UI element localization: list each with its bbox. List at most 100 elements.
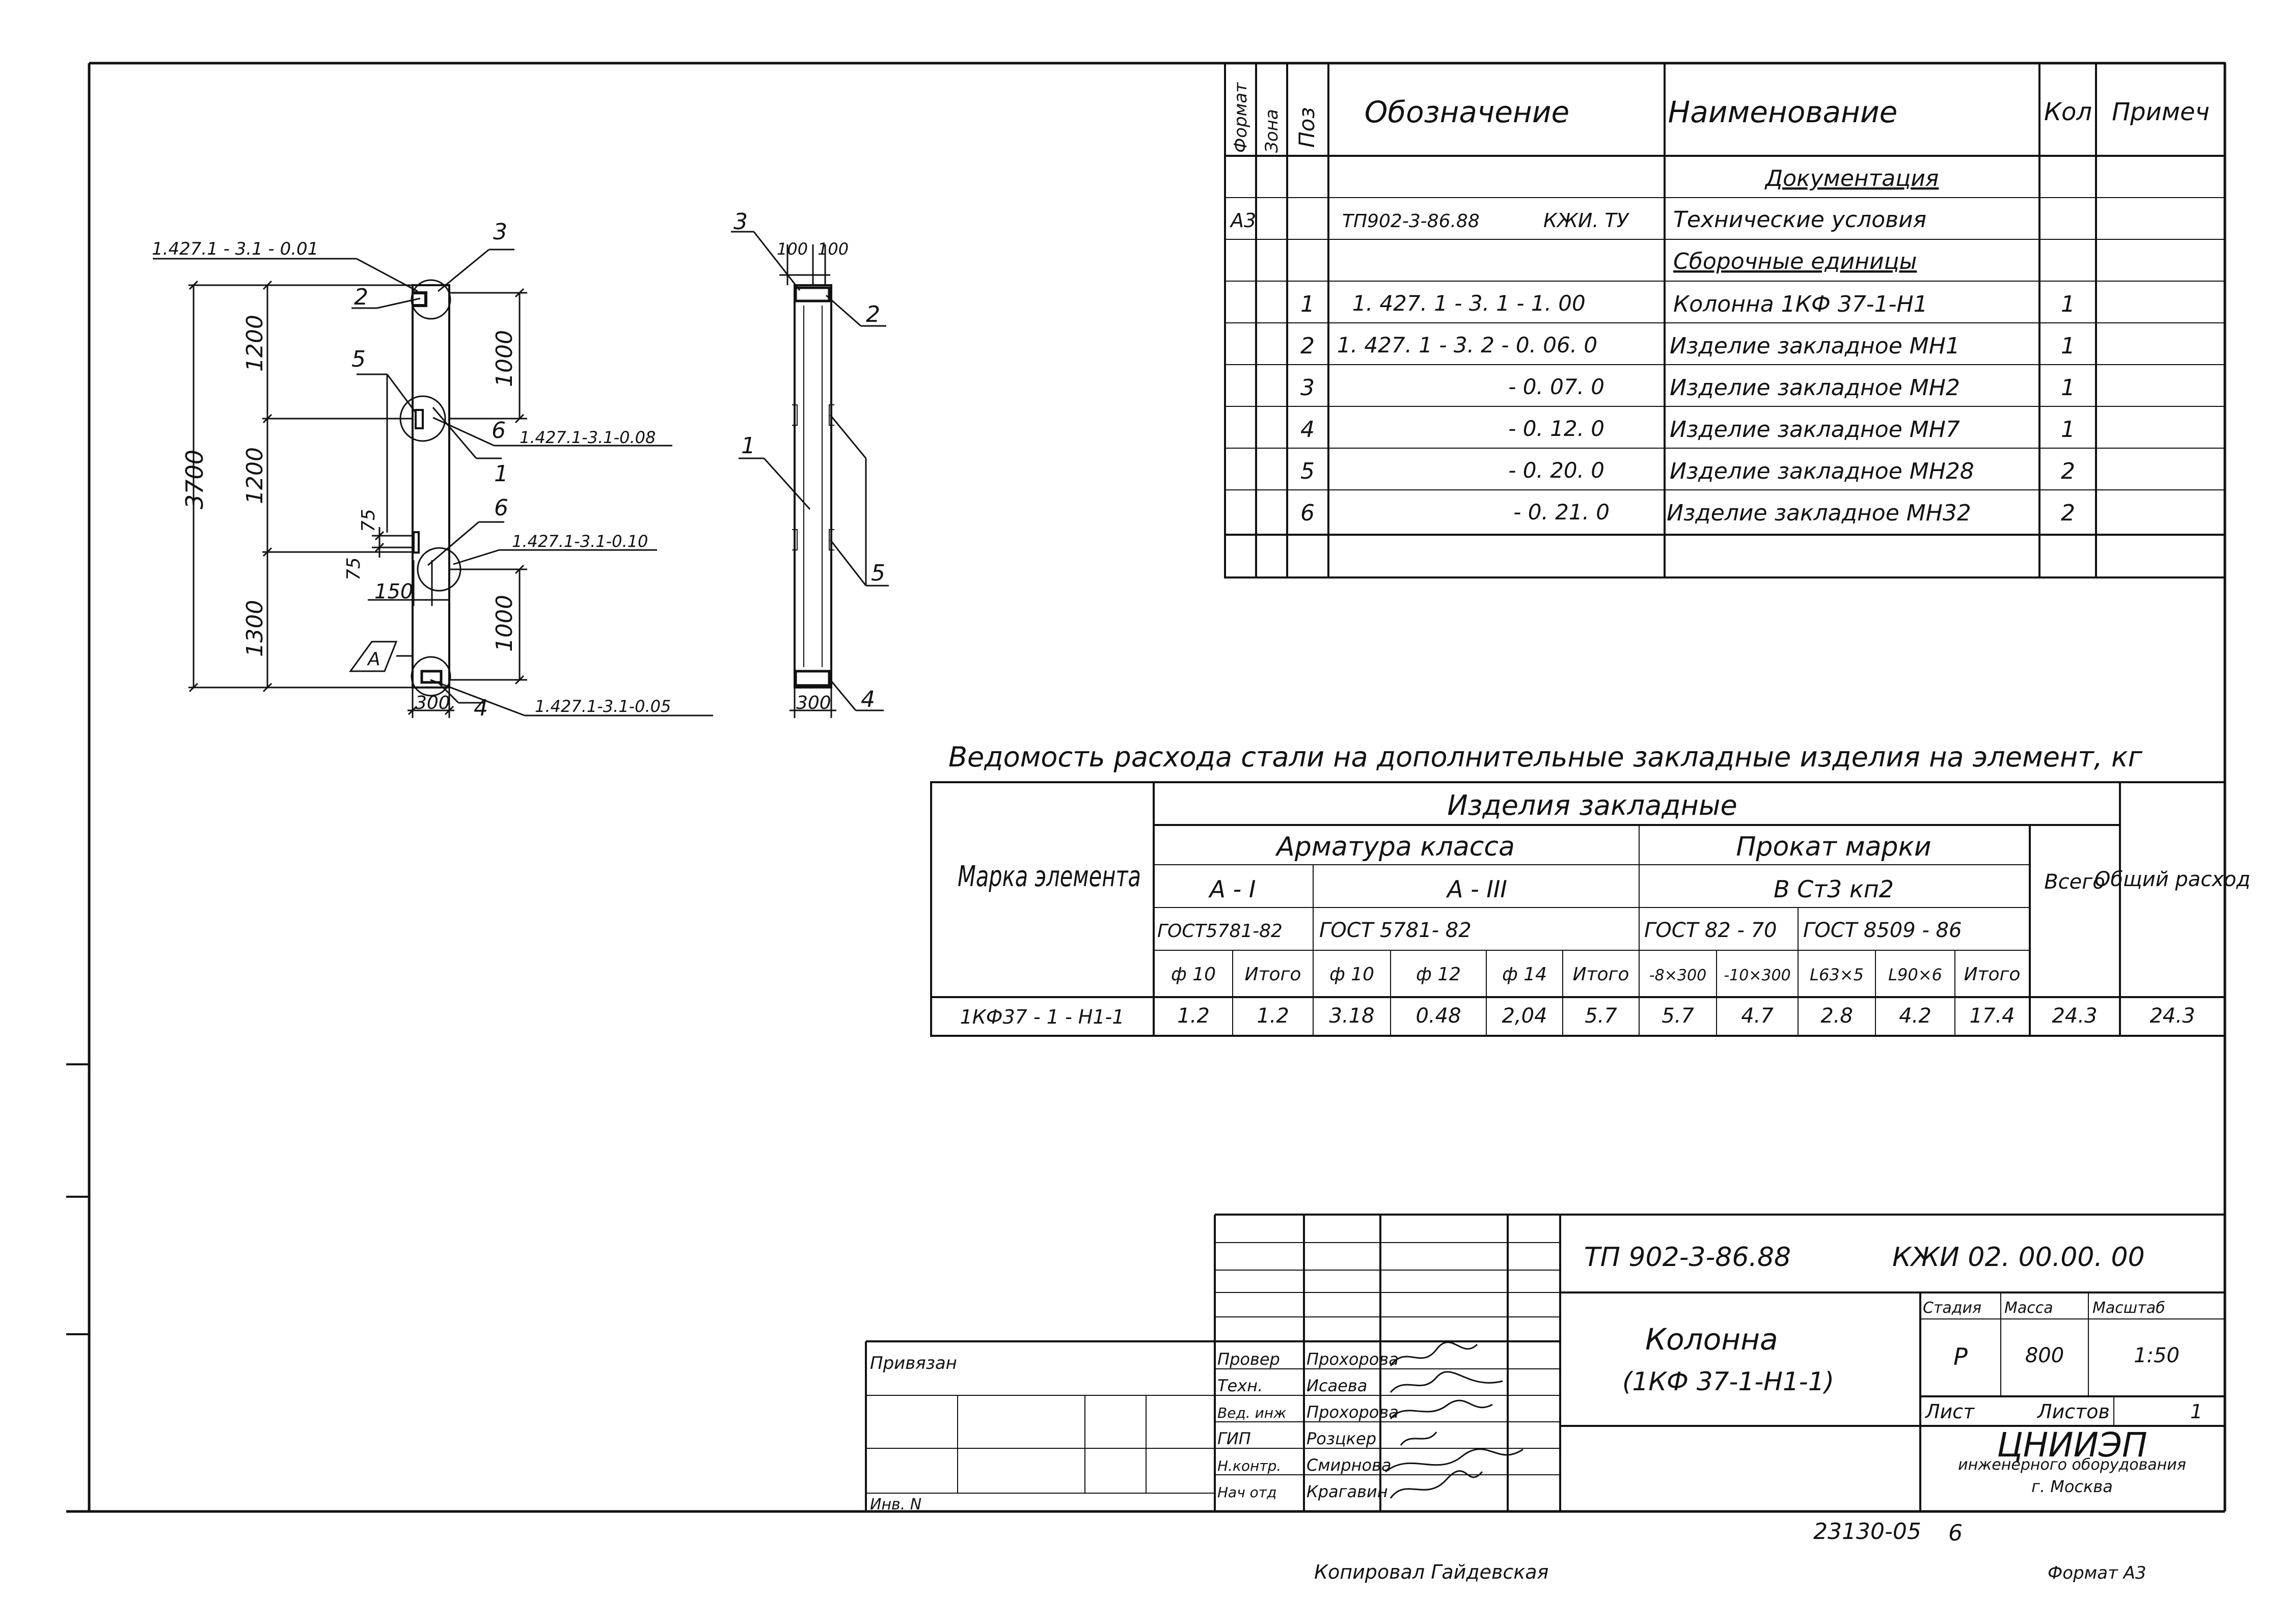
position-number: 2 <box>354 284 368 310</box>
steel-col-header: ф 12 <box>1416 964 1461 985</box>
spec-header-designation: Обозначение <box>1365 95 1569 129</box>
position-number: 1 <box>494 461 508 487</box>
position-number: 3 <box>733 209 748 235</box>
spec-row-designation: - 0. 12. 0 <box>1508 416 1604 441</box>
signature-role: Вед. инж <box>1217 1405 1286 1421</box>
attached-label: Привязан <box>870 1353 957 1373</box>
column-side-view: 100 100 300 3 2 1 5 4 <box>731 209 889 718</box>
spec-row-designation: 1. 427. 1 - 3. 2 - 0. 06. 0 <box>1337 333 1597 357</box>
spec-row-designation: 1. 427. 1 - 3. 1 - 1. 00 <box>1352 291 1586 316</box>
steel-row-value: 2.8 <box>1820 1004 1853 1028</box>
spec-header-pos: Поз <box>1294 107 1319 148</box>
steel-row-value: 4.2 <box>1899 1004 1931 1028</box>
stage-label: Стадия <box>1923 1299 1981 1317</box>
dim-mid-segment: 1200 <box>242 447 268 504</box>
ref-label: 1.427.1-3.1-0.08 <box>520 428 656 447</box>
signature-role: Нач отд <box>1217 1484 1276 1501</box>
spec-row-designation: - 0. 21. 0 <box>1513 500 1610 525</box>
steel-overall-header: Общий расход <box>2094 868 2250 891</box>
ref-label: 1.427.1 - 3.1 - 0.01 <box>152 239 318 259</box>
dim-width: 300 <box>415 693 450 713</box>
spec-row-qty: 1 <box>2061 375 2075 401</box>
handwritten-signatures <box>1385 1341 1523 1499</box>
steel-row-value: 17.4 <box>1969 1004 2015 1028</box>
steel-row-value: 5.7 <box>1662 1004 1694 1028</box>
sheets-label: Листов <box>2036 1400 2110 1423</box>
drawing-name: Колонна <box>1645 1322 1778 1357</box>
steel-table: Ведомость расхода стали на дополнительны… <box>930 741 2250 1037</box>
spec-row-name: Изделие закладное МН7 <box>1670 417 1960 443</box>
stage-value: Р <box>1953 1343 1968 1370</box>
steel-col-header: L90×6 <box>1888 965 1942 984</box>
column-outline <box>412 284 450 689</box>
scale-label: Масштаб <box>2092 1299 2165 1317</box>
org-name: ЦНИИЭП <box>1997 1425 2147 1465</box>
steel-mark-header: Марка элемента <box>958 860 1141 893</box>
steel-row-value: 3.18 <box>1329 1004 1374 1028</box>
steel-class-vst: В Ст3 кп2 <box>1774 875 1894 903</box>
footer: 23130-05 6 Копировал Гайдевская Формат А… <box>1314 1519 2146 1583</box>
steel-col-header: Итого <box>1573 964 1629 985</box>
steel-subgroup-rolled: Прокат марки <box>1736 832 1931 862</box>
steel-col-header: ф 10 <box>1329 964 1374 985</box>
spec-row-name: Технические условия <box>1673 207 1926 233</box>
position-number: 1 <box>741 433 755 459</box>
position-number: 4 <box>861 686 875 712</box>
signature-role: ГИП <box>1217 1429 1251 1448</box>
steel-col-header: Итого <box>1245 964 1301 985</box>
spec-table: Формат Зона Поз Обозначение Наименование… <box>1224 62 2226 579</box>
scale-value: 1:50 <box>2134 1344 2180 1367</box>
signature-name: Прохорова <box>1307 1350 1399 1369</box>
spec-row-heading: Сборочные единицы <box>1673 249 1917 274</box>
position-number: 3 <box>493 219 507 245</box>
ref-label: 1.427.1-3.1-0.05 <box>535 697 671 716</box>
steel-row-value: 1.2 <box>1257 1004 1289 1028</box>
steel-col-header: -10×300 <box>1724 967 1790 984</box>
steel-row-value: 24.3 <box>2149 1004 2195 1028</box>
archive-sheet: 6 <box>1948 1520 1963 1546</box>
steel-class-a3: А - III <box>1446 875 1507 903</box>
dim-top-a: 100 <box>777 239 808 259</box>
mass-label: Масса <box>2004 1299 2053 1317</box>
spec-row-designation: - 0. 07. 0 <box>1508 374 1604 399</box>
steel-col-header: L63×5 <box>1810 965 1864 984</box>
dim-top-segment: 1200 <box>242 315 268 372</box>
spec-row-name: Изделие закладное МН28 <box>1670 458 1974 484</box>
spec-row-name: Изделие закладное МН1 <box>1670 333 1960 359</box>
document-code-suffix: КЖИ 02. 00.00. 00 <box>1892 1242 2145 1273</box>
steel-row-value: 1.2 <box>1177 1004 1210 1028</box>
position-number: 5 <box>871 560 885 586</box>
spec-row-pos: 5 <box>1300 458 1315 484</box>
spec-row-qty: 2 <box>2061 458 2075 484</box>
document-code: ТП 902-3-86.88 <box>1584 1242 1791 1273</box>
spec-row-pos: 6 <box>1300 500 1315 526</box>
spec-row-designation: ТП902-3-86.88 <box>1342 211 1480 232</box>
steel-table-title: Ведомость расхода стали на дополнительны… <box>948 741 2143 773</box>
dim-bottom-segment: 1300 <box>242 600 268 657</box>
sheet-format: Формат А3 <box>2048 1563 2146 1583</box>
dim-right-bottom: 1000 <box>492 595 518 652</box>
steel-col-header: Итого <box>1964 964 2021 985</box>
spec-header-name: Наименование <box>1668 95 1898 129</box>
steel-group-header: Изделия закладные <box>1447 789 1737 821</box>
spec-row-pos: 2 <box>1300 333 1315 359</box>
position-number: 2 <box>866 301 880 327</box>
column-front-view: 3700 1200 1200 1300 1000 1000 75 75 150 … <box>152 219 713 721</box>
spec-row-qty: 2 <box>2061 500 2075 526</box>
spec-row-designation: - 0. 20. 0 <box>1508 458 1604 483</box>
org-city: г. Москва <box>2031 1477 2113 1496</box>
steel-col-header: ф 10 <box>1171 964 1216 985</box>
steel-standard: ГОСТ 82 - 70 <box>1644 919 1777 942</box>
signature-name: Смирнова <box>1307 1455 1392 1475</box>
dim-offset-75a: 75 <box>358 509 379 532</box>
spec-row-pos: 3 <box>1300 375 1315 401</box>
steel-row-value: 24.3 <box>2052 1004 2097 1028</box>
mass-value: 800 <box>2025 1344 2064 1367</box>
steel-col-header: -8×300 <box>1649 967 1706 984</box>
steel-total-header: Всего <box>2044 870 2105 894</box>
steel-standard: ГОСТ 8509 - 86 <box>1803 919 1962 942</box>
org-subtitle: инженерного оборудования <box>1958 1456 2186 1474</box>
sheets-count: 1 <box>2190 1400 2202 1423</box>
spec-row-name: Колонна 1КФ 37-1-Н1 <box>1673 291 1928 317</box>
